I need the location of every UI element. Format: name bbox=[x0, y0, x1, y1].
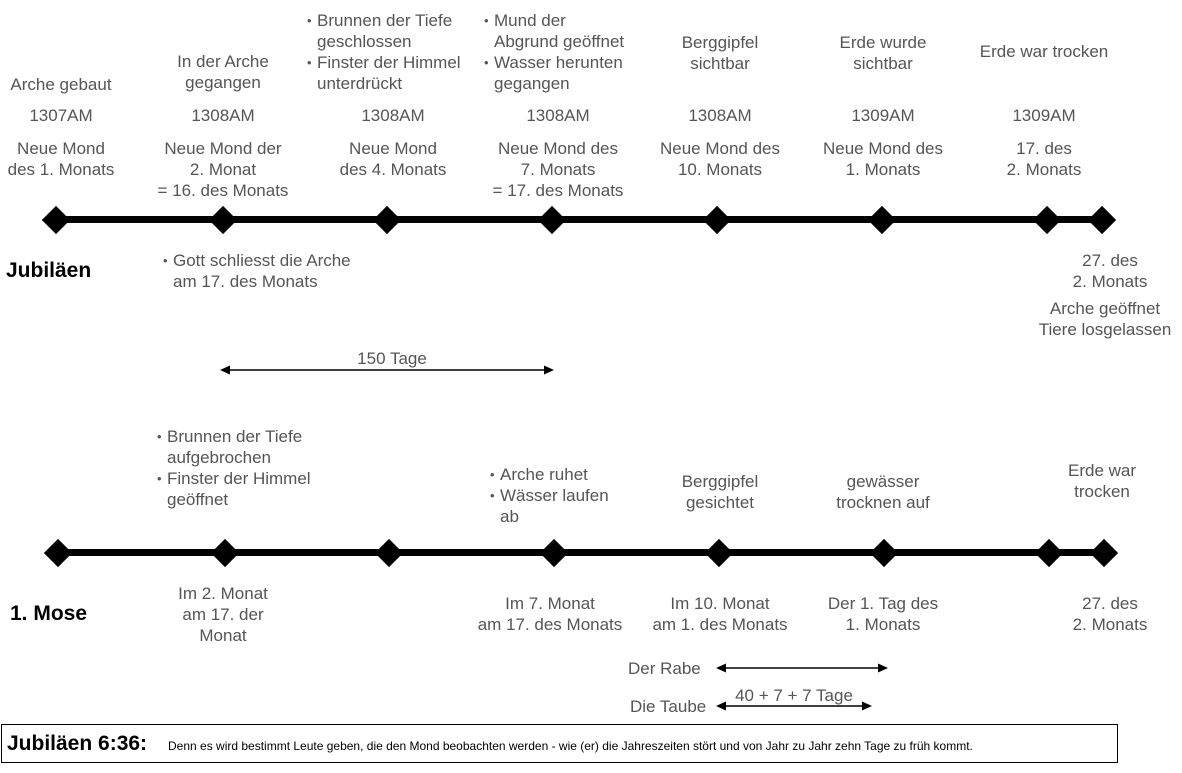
timeline-marker bbox=[374, 538, 404, 568]
row-title: 1. Mose bbox=[10, 602, 88, 625]
quote-box: Jubiläen 6:36: Denn es wird bestimmt Leu… bbox=[1, 724, 1118, 763]
timeline-marker bbox=[43, 538, 73, 568]
timeline-marker bbox=[867, 205, 897, 235]
event-year: 1309AM bbox=[851, 106, 915, 125]
timeline-marker bbox=[210, 538, 240, 568]
timeline-marker bbox=[208, 205, 238, 235]
timeline-marker bbox=[537, 205, 567, 235]
row-title: Jubiläen bbox=[6, 259, 92, 282]
event-year: 1308AM bbox=[526, 106, 590, 125]
timeline-line bbox=[55, 216, 1103, 223]
timeline-marker bbox=[702, 205, 732, 235]
event-year: 1308AM bbox=[361, 106, 425, 125]
timeline-marker bbox=[372, 205, 402, 235]
timeline-marker bbox=[869, 538, 899, 568]
timeline-marker bbox=[704, 538, 734, 568]
event-label: Arche gebaut bbox=[10, 75, 112, 94]
timeline-marker bbox=[1032, 205, 1062, 235]
span-label: 150 Tage bbox=[357, 349, 427, 368]
quote-reference: Jubiläen 6:36: bbox=[7, 732, 148, 755]
timeline-marker bbox=[1089, 538, 1119, 568]
timeline-marker bbox=[1034, 538, 1064, 568]
event-year: 1309AM bbox=[1012, 106, 1076, 125]
taube-label: Die Taube bbox=[630, 697, 707, 716]
rabe-label: Der Rabe bbox=[628, 659, 701, 678]
timeline-marker bbox=[41, 205, 71, 235]
quote-text: Denn es wird bestimmt Leute geben, die d… bbox=[168, 739, 973, 753]
event-year: 1308AM bbox=[191, 106, 255, 125]
timeline-line bbox=[55, 549, 1103, 556]
rabe-arrow bbox=[716, 663, 888, 673]
timeline-marker bbox=[539, 538, 569, 568]
span-arrow bbox=[220, 365, 554, 375]
event-year: 1308AM bbox=[688, 106, 752, 125]
taube-span-label: 40 + 7 + 7 Tage bbox=[735, 686, 853, 705]
event-year: 1307AM bbox=[29, 106, 93, 125]
timeline-marker bbox=[1087, 205, 1117, 235]
event-label: Erde war trocken bbox=[979, 42, 1109, 61]
taube-arrow bbox=[716, 701, 872, 711]
